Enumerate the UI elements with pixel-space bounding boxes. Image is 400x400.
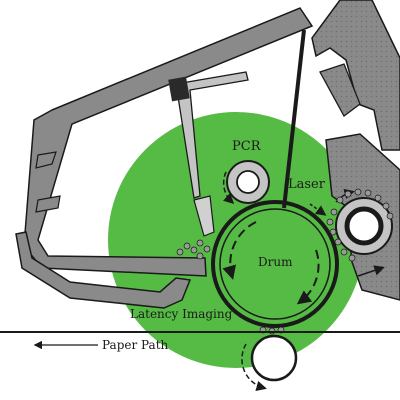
cartridge-inner-rib-2 bbox=[35, 195, 61, 213]
hinge-arm bbox=[175, 71, 249, 199]
pcr-rotation-arrow bbox=[222, 171, 235, 205]
paper-path-label: Paper Path bbox=[102, 338, 169, 352]
cartridge-inner-rib-1 bbox=[35, 151, 57, 169]
laser-label: Laser bbox=[288, 177, 326, 192]
hinge-block bbox=[168, 76, 190, 102]
cartridge-housing-outline bbox=[23, 7, 314, 277]
laser-beam bbox=[282, 29, 306, 209]
toner-particles-developer bbox=[326, 188, 394, 262]
developer-roller-inner bbox=[344, 206, 384, 246]
transfer-roller bbox=[250, 334, 298, 382]
drum bbox=[211, 200, 339, 328]
toner-flow-arrow bbox=[357, 265, 385, 277]
toner-particles-drum bbox=[176, 239, 285, 335]
drum-rotation-arrow-left bbox=[222, 221, 257, 280]
transfer-rotation-arrow bbox=[241, 343, 267, 392]
developer-rotation-arrow bbox=[335, 188, 355, 203]
drum-inner-ring bbox=[219, 208, 331, 320]
machine-housing-mid bbox=[319, 63, 361, 117]
pcr-roller-core bbox=[236, 170, 260, 194]
machine-housing-right bbox=[311, 0, 400, 151]
cartridge-lower-tray bbox=[15, 231, 192, 309]
latency-imaging-label: Latency Imaging bbox=[130, 307, 233, 321]
drum-rotation-arrow-right bbox=[296, 249, 320, 305]
laser-arrow bbox=[309, 203, 327, 216]
pcr-label: PCR bbox=[232, 139, 262, 154]
drum-label: Drum bbox=[258, 255, 293, 269]
wiper-blade bbox=[193, 195, 215, 237]
